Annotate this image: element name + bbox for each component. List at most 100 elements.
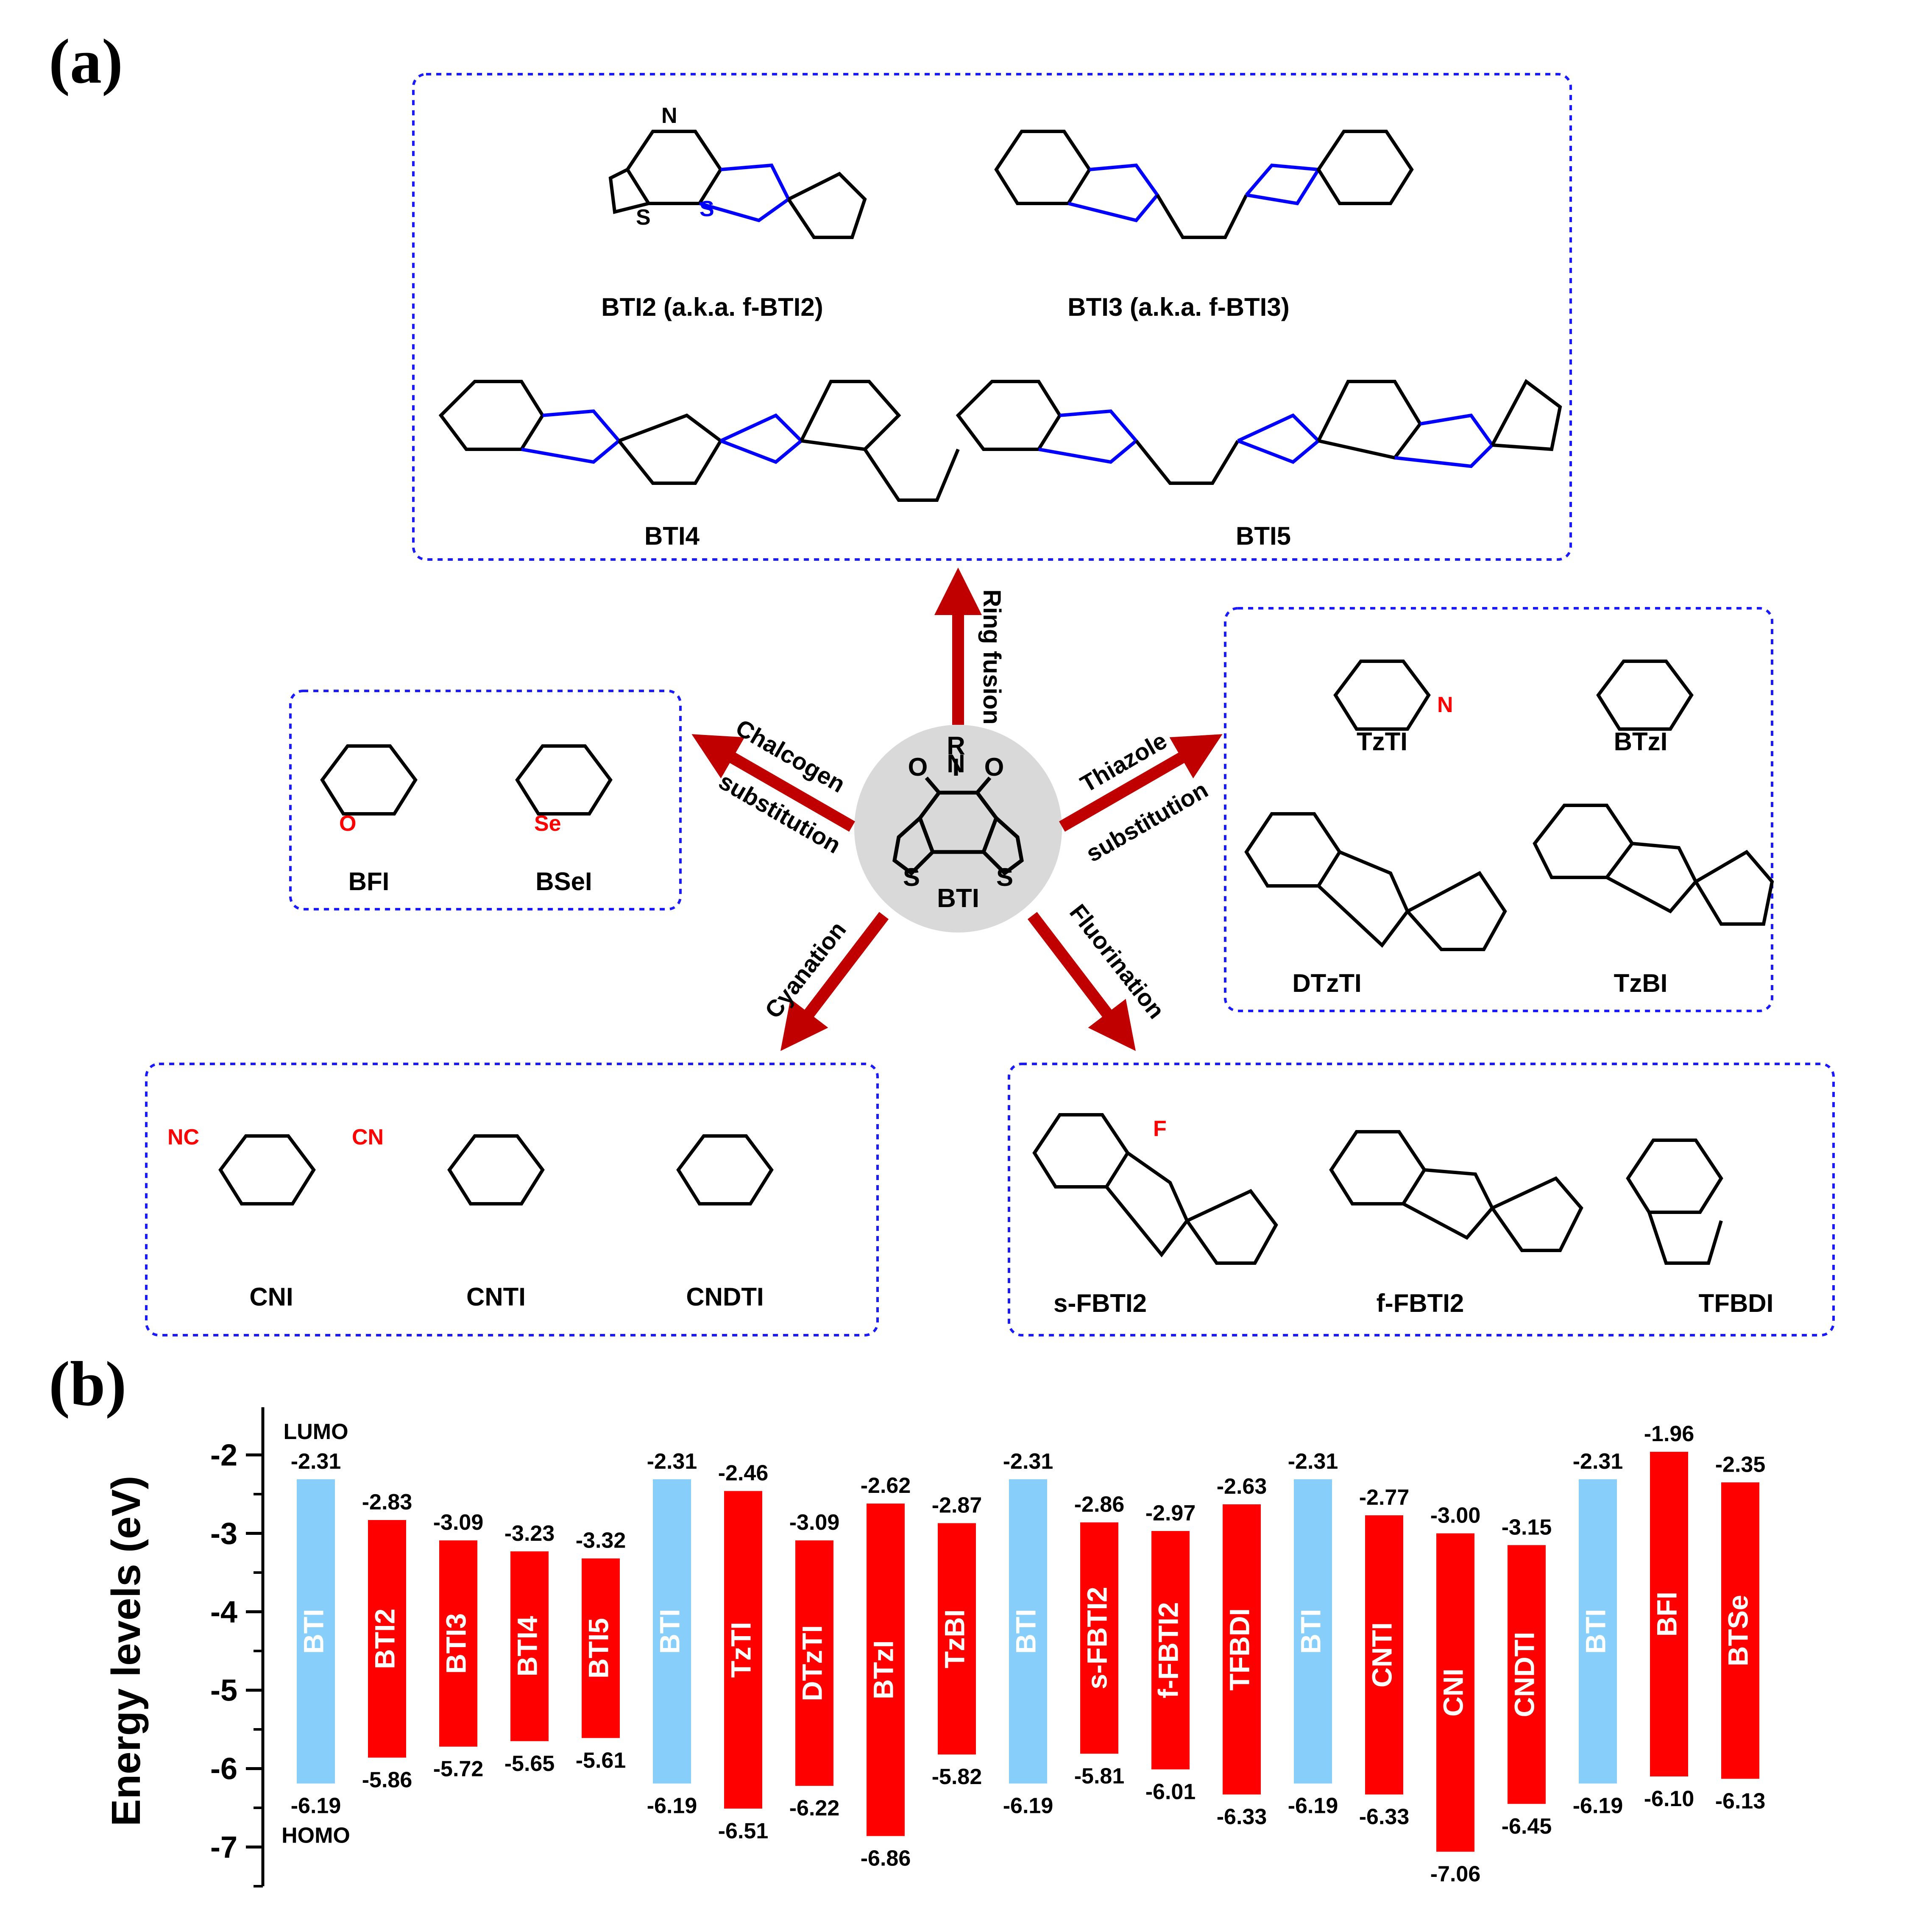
bar-group-cni: CNI-3.00-7.06: [1430, 1503, 1481, 1887]
homo-value-label: -6.51: [718, 1819, 769, 1843]
bar-tfbdi: [1223, 1504, 1261, 1795]
bar-name-label: BTI: [1580, 1609, 1611, 1654]
bar-group-bfi: BFI -1.96 -6.10: [1644, 1422, 1694, 1811]
bar-cni: [1436, 1533, 1474, 1852]
lumo-value-label: -2.46: [718, 1461, 769, 1486]
lumo-value-label: -3.23: [504, 1521, 555, 1546]
bar-group-dtzti: DTzTI-3.09-6.22: [789, 1510, 840, 1821]
center-s-right: S: [996, 863, 1013, 891]
homo-value-label: -6.10: [1644, 1787, 1694, 1811]
center-circle: [854, 725, 1062, 933]
homo-value-label: -6.19: [1003, 1794, 1053, 1818]
lumo-value-label: -2.31: [291, 1449, 341, 1474]
atom-s-bti2: S: [636, 205, 651, 230]
homo-value-label: -5.86: [362, 1768, 412, 1793]
bar-group-btse: BTSe-2.35-6.13: [1715, 1452, 1766, 1813]
lumo-value-label: -2.83: [362, 1490, 412, 1514]
molecule-sketches: [218, 130, 1774, 1265]
panel-b-label: (b): [49, 1349, 126, 1419]
atom-n-bti2: N: [661, 103, 677, 128]
mol-bti2: BTI2 (a.k.a. f-BTI2): [601, 293, 823, 321]
mol-f-fbti2: f-FBTI2: [1377, 1289, 1464, 1317]
mol-cndti: CNDTI: [686, 1283, 764, 1311]
bar-bti: [1294, 1479, 1332, 1784]
bar-group-bti5: BTI5-3.32-5.61: [576, 1528, 626, 1773]
lumo-value-label: -3.15: [1502, 1515, 1552, 1539]
mol-tfbdi: TFBDI: [1699, 1289, 1774, 1317]
homo-value-label: -6.22: [789, 1796, 840, 1821]
lumo-value-label: -3.09: [789, 1510, 840, 1535]
arrows: [691, 568, 1223, 1051]
lumo-value-label: -2.62: [861, 1473, 911, 1498]
bar-group-bti: BTI-2.31-6.19: [1003, 1449, 1053, 1818]
bar-group-s-fbti2: s-FBTI2-2.86-5.81: [1074, 1492, 1125, 1789]
homo-value-label: -6.19: [291, 1794, 341, 1818]
bar-bti5: [582, 1558, 620, 1738]
bar-name-label: CNTI: [1366, 1622, 1397, 1687]
fluorination-label: Fluorination: [1065, 899, 1170, 1024]
bar-group-bti: BTI-2.31-6.19: [647, 1449, 697, 1818]
bar-group-btzi: BTzI-2.62-6.86: [861, 1473, 911, 1871]
lumo-value-label: -2.77: [1359, 1485, 1410, 1510]
homo-value-label: -6.45: [1502, 1814, 1552, 1839]
homo-value-label: -6.01: [1145, 1779, 1196, 1804]
panel-a-label: (a): [49, 26, 123, 97]
bar-group-cnti: CNTI-2.77-6.33: [1359, 1485, 1410, 1829]
homo-value-label: -5.81: [1074, 1764, 1125, 1788]
mol-cni: CNI: [249, 1283, 293, 1311]
bar-bti: [297, 1479, 335, 1784]
bar-cnti: [1365, 1515, 1403, 1795]
panel-a: (a) N R O O S S BTI Ring: [49, 26, 1835, 1336]
fluorination-arrow: [1027, 912, 1136, 1051]
y-tick-label: -5: [210, 1674, 237, 1708]
lumo-label: LUMO: [283, 1420, 348, 1444]
chalcogen-arrow: [691, 734, 855, 832]
bar-name-label: BTI2: [369, 1609, 400, 1669]
homo-value-label: -5.82: [932, 1765, 982, 1789]
bar-name-label: BTI3: [440, 1613, 471, 1674]
mol-bti4: BTI4: [644, 522, 700, 550]
bar-name-label: CNI: [1437, 1668, 1469, 1717]
bar-group-tzbi: TzBI-2.87-5.82: [932, 1493, 982, 1789]
lumo-value-label: -2.31: [647, 1449, 697, 1474]
bar-name-label: TzTI: [725, 1622, 756, 1678]
lumo-value-label: -2.63: [1217, 1474, 1267, 1499]
mol-bti5: BTI5: [1236, 522, 1291, 550]
bar-btse: [1721, 1482, 1759, 1779]
bar-dtzti: [795, 1540, 833, 1786]
atom-n-tzti: N: [1437, 693, 1453, 717]
homo-value-label: -6.19: [1288, 1794, 1338, 1818]
bar-f-fbti2: [1151, 1531, 1190, 1770]
bar-group-cndti: CNDTI -3.15 -6.45: [1502, 1515, 1552, 1839]
mol-bfi: BFI: [348, 867, 390, 896]
bar-group-tzti: TzTI -2.46 -6.51: [718, 1461, 769, 1843]
thiazole-arrow: [1059, 734, 1223, 832]
y-tick-label: -7: [210, 1831, 237, 1865]
mol-btzi: BTzI: [1614, 727, 1668, 756]
bar-name-label: CNDTI: [1508, 1632, 1540, 1718]
bar-group-bti: BTI-2.31-6.19: [1573, 1449, 1623, 1818]
mol-dtzti: DTzTI: [1292, 969, 1361, 997]
bar-tzbi: [938, 1523, 976, 1755]
center-o-right: O: [984, 753, 1004, 781]
cyanation-arrow: [780, 912, 889, 1051]
lumo-value-label: -2.87: [932, 1493, 982, 1517]
bar-group-bti3: BTI3-3.09-5.72: [433, 1510, 484, 1782]
bar-name-label: BTI4: [511, 1616, 543, 1676]
bar-group-bti2: BTI2 -2.83 -5.86: [362, 1490, 412, 1793]
bar-name-label: TFBDI: [1223, 1608, 1255, 1690]
atom-s-bti2-fused: S: [700, 197, 714, 221]
mol-s-fbti2: s-FBTI2: [1053, 1289, 1147, 1317]
bar-name-label: BFI: [1651, 1592, 1682, 1637]
bar-name-label: BTI5: [582, 1618, 614, 1679]
center-o-left: O: [908, 753, 928, 781]
bar-cndti: [1508, 1545, 1546, 1804]
y-tick-label: -4: [210, 1595, 237, 1629]
bar-bti: [1009, 1479, 1047, 1784]
bar-s-fbti2: [1080, 1522, 1118, 1754]
lumo-value-label: -3.09: [433, 1510, 484, 1535]
lumo-value-label: -1.96: [1644, 1422, 1694, 1446]
lumo-value-label: -2.97: [1145, 1501, 1196, 1526]
